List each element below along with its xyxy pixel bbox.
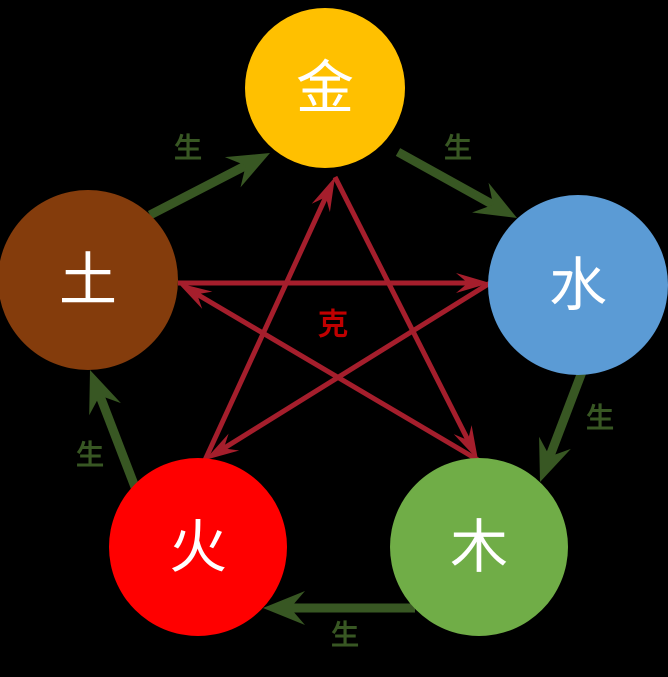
generating-label: 生	[444, 132, 472, 165]
generating-label: 生	[331, 619, 359, 652]
arrowhead-icon	[311, 177, 335, 213]
arrowhead-icon	[453, 425, 478, 460]
water-circle	[488, 195, 668, 375]
generating-label: 生	[76, 439, 104, 472]
arrowhead-icon	[539, 436, 571, 482]
fire-overcomes-metal-arrow	[202, 177, 335, 462]
arrowhead-icon	[263, 591, 305, 625]
element-wood: 木	[390, 458, 568, 636]
element-earth: 土	[0, 190, 178, 370]
fire-circle	[109, 458, 287, 636]
metal-circle	[245, 8, 405, 168]
wood-label: 木	[450, 513, 508, 581]
arrowhead-icon	[456, 273, 490, 293]
arrowhead-icon	[89, 370, 121, 416]
generating-label: 生	[586, 402, 614, 435]
arrowhead-icon	[178, 283, 213, 309]
earth-circle	[0, 190, 178, 370]
metal-overcomes-wood-arrow	[332, 175, 478, 460]
generating-label: 生	[174, 132, 202, 165]
arrowhead-icon	[224, 153, 270, 188]
wood-generates-fire-arrow	[263, 591, 415, 625]
wood-circle	[390, 458, 568, 636]
water-label: 水	[549, 251, 607, 319]
fire-generates-earth-arrow	[89, 370, 140, 489]
element-metal: 金	[245, 8, 405, 168]
metal-label: 金	[296, 54, 354, 122]
water-generates-wood-arrow	[539, 370, 587, 482]
arrowhead-icon	[472, 182, 517, 218]
earth-overcomes-water-arrow	[178, 273, 490, 293]
fire-label: 火	[169, 513, 227, 581]
metal-generates-water-arrow	[395, 148, 517, 218]
arrowhead-icon	[205, 433, 240, 460]
earth-label: 土	[59, 246, 117, 314]
element-fire: 火	[109, 458, 287, 636]
water-overcomes-fire-arrow	[205, 280, 492, 460]
element-water: 水	[488, 195, 668, 375]
overcoming-label: 克	[318, 308, 348, 343]
earth-generates-metal-arrow	[147, 153, 270, 219]
